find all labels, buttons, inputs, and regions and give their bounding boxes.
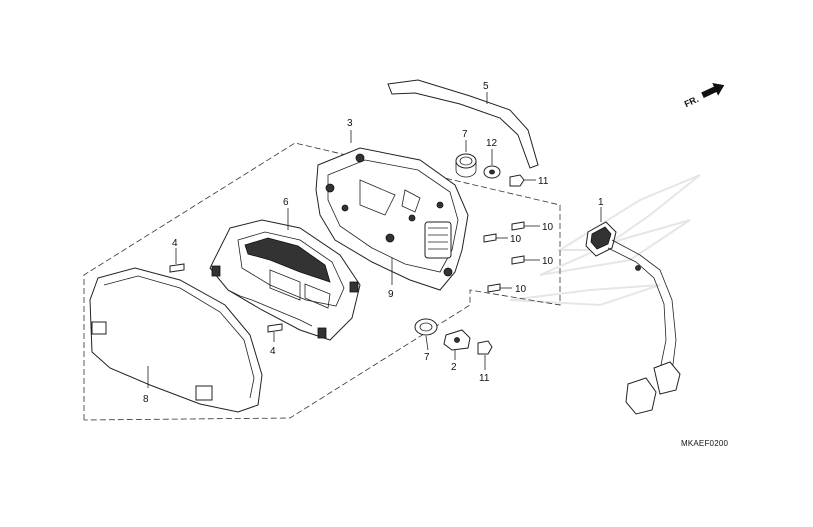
callout-5: 5: [483, 81, 489, 92]
callout-7-upper: 7: [462, 129, 468, 140]
callout-9: 9: [388, 289, 394, 300]
sensor-harness-part: [585, 221, 681, 415]
front-label: FR.: [683, 94, 700, 109]
callout-2: 2: [451, 362, 457, 373]
visor-strip-part: [387, 79, 539, 169]
bolt-upper-part: [509, 174, 525, 187]
callout-11-upper: 11: [538, 176, 549, 187]
callout-10d: 10: [515, 284, 527, 295]
callout-10a: 10: [542, 222, 554, 233]
arrow-right-icon: [701, 82, 725, 98]
callout-3: 3: [347, 118, 353, 129]
assembly-outline: [83, 142, 561, 421]
callout-8: 8: [143, 394, 149, 405]
lcd-panel-part: [209, 219, 361, 341]
lens-cover-part: [89, 267, 263, 413]
grommet-upper-part: [455, 153, 477, 178]
callout-7-lower: 7: [424, 352, 430, 363]
leader-lines: [147, 92, 602, 388]
callout-10b: 10: [510, 234, 522, 245]
bracket-part: [443, 329, 471, 351]
screw-10d-part: [487, 283, 501, 293]
callout-1: 1: [598, 197, 604, 208]
front-direction-indicator: FR.: [683, 82, 725, 109]
callout-12: 12: [486, 138, 498, 149]
rear-case-part: [315, 147, 469, 291]
callout-11-lower: 11: [479, 373, 490, 384]
callout-10c: 10: [542, 256, 554, 267]
screw-10a-part: [511, 221, 525, 231]
grommet-lower-part: [414, 318, 438, 336]
diagram-code: MKAEF0200: [681, 439, 729, 448]
washer-part: [483, 165, 501, 179]
screw-lower-part: [267, 323, 283, 333]
callout-4-upper: 4: [172, 238, 178, 249]
bolt-lower-part: [477, 340, 493, 355]
screw-upper-part: [169, 263, 185, 273]
callout-4-lower: 4: [270, 346, 276, 357]
screw-10b-part: [483, 233, 497, 243]
callout-6: 6: [283, 197, 289, 208]
screw-10c-part: [511, 255, 525, 265]
